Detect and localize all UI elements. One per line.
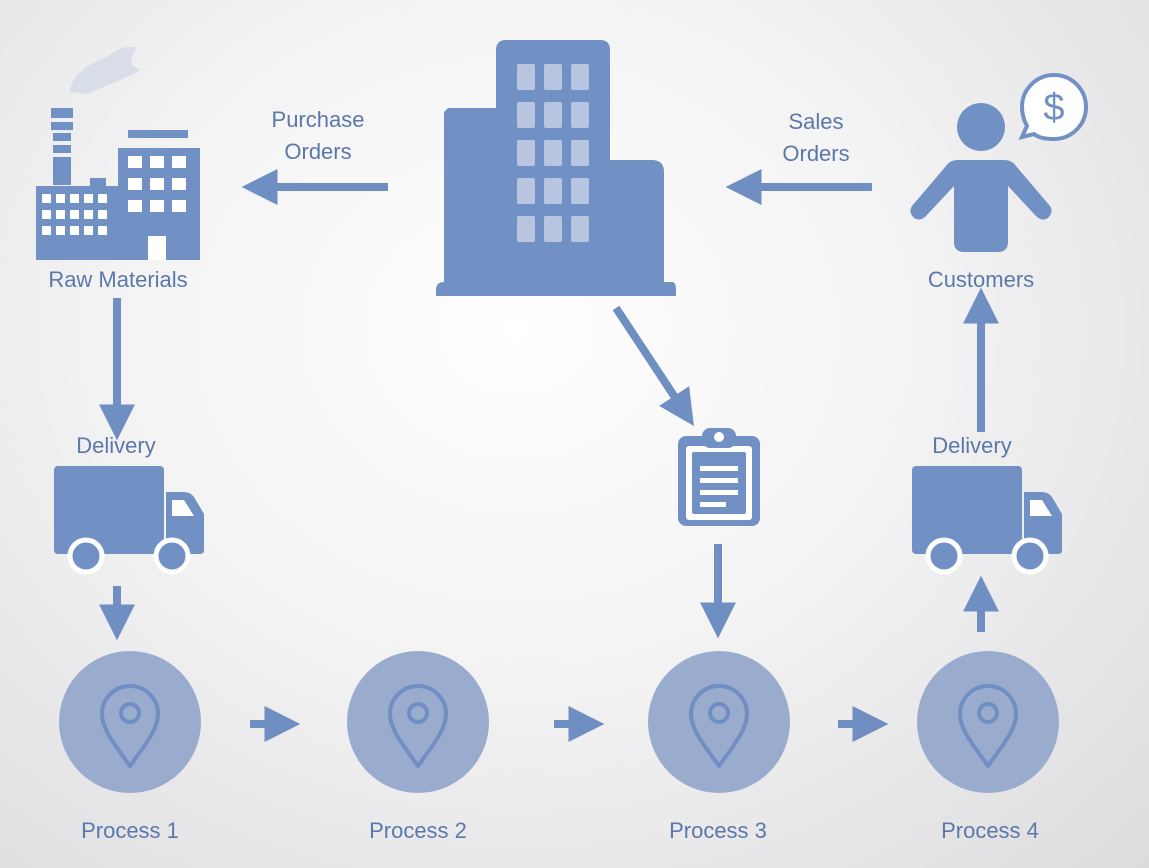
purchase-orders-line-2: Orders xyxy=(284,139,352,164)
process-2-label: Process 2 xyxy=(369,818,467,843)
arrow-company-to-clipboard xyxy=(612,305,694,427)
delivery-truck-icon xyxy=(912,466,1062,575)
location-pin-icon xyxy=(388,684,448,768)
location-pin-icon xyxy=(689,684,749,768)
dollar-speech-bubble-icon: $ xyxy=(1018,72,1088,142)
process-3-node xyxy=(648,651,790,793)
dollar-symbol: $ xyxy=(1043,87,1064,129)
raw-materials-label: Raw Materials xyxy=(48,267,188,292)
sales-orders-label: Sales Orders xyxy=(746,106,886,170)
delivery-right-label: Delivery xyxy=(932,433,1012,458)
purchase-orders-label: Purchase Orders xyxy=(248,104,388,168)
customers-label: Customers xyxy=(927,267,1035,292)
sales-orders-line-1: Sales xyxy=(788,109,844,134)
person-icon xyxy=(910,103,1052,252)
location-pin-icon xyxy=(100,684,160,768)
process-4-node xyxy=(917,651,1059,793)
process-1-node xyxy=(59,651,201,793)
factory-windows xyxy=(42,156,186,260)
process-3-label: Process 3 xyxy=(669,818,767,843)
delivery-truck-icon xyxy=(54,466,204,575)
sales-orders-line-2: Orders xyxy=(782,141,850,166)
purchase-orders-line-1: Purchase xyxy=(271,107,365,132)
process-2-node xyxy=(347,651,489,793)
process-4-label: Process 4 xyxy=(941,818,1039,843)
building-windows xyxy=(517,64,589,242)
delivery-left-label: Delivery xyxy=(76,433,156,458)
clipboard-icon xyxy=(678,428,760,526)
process-1-label: Process 1 xyxy=(81,818,179,843)
location-pin-icon xyxy=(958,684,1018,768)
office-building-icon xyxy=(436,40,676,296)
